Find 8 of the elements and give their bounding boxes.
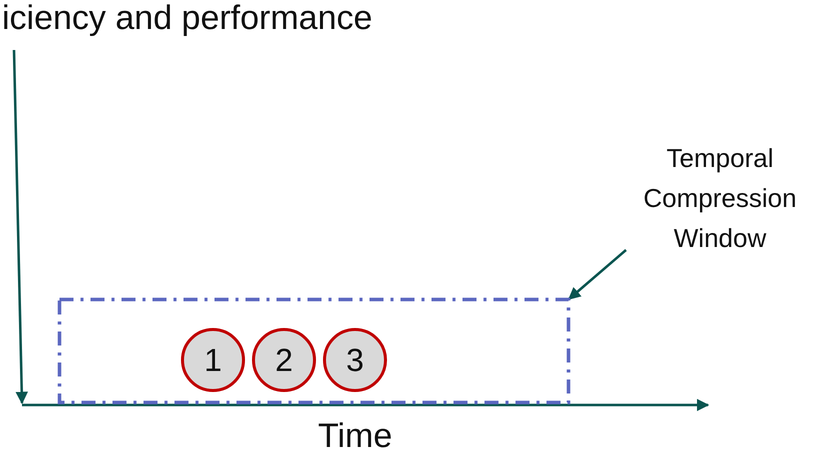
numbered-circle: 3 <box>323 328 387 392</box>
axis-title: iciency and performance <box>2 0 372 38</box>
window-label: Temporal Compression Window <box>606 138 834 254</box>
leader-arrow <box>568 249 627 300</box>
dashed-window-box <box>58 298 570 404</box>
numbered-circle: 2 <box>252 328 316 392</box>
numbered-circle: 1 <box>181 328 245 392</box>
axis-label: Time <box>318 418 392 456</box>
